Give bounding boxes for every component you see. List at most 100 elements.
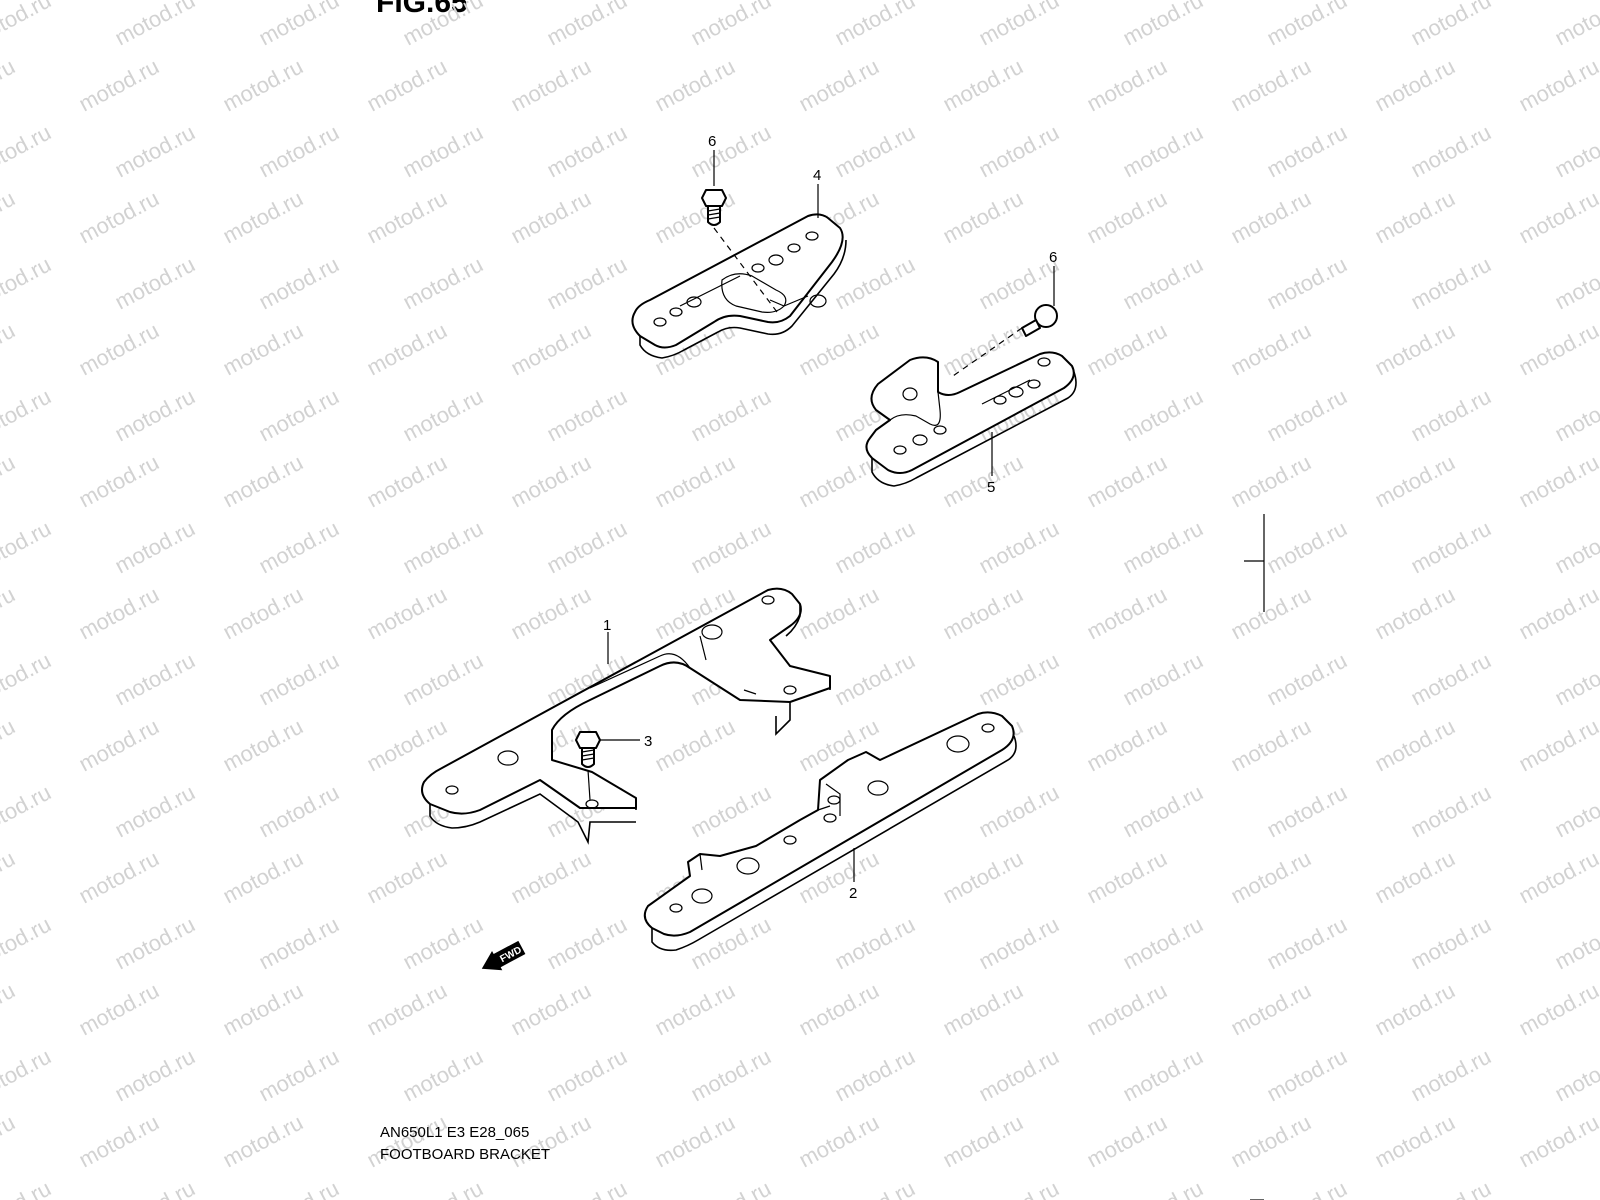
watermark-text: motod.ru — [1083, 1110, 1171, 1173]
watermark-text: motod.ru — [75, 186, 163, 249]
watermark-text: motod.ru — [363, 54, 451, 117]
watermark-text: motod.ru — [1119, 1044, 1207, 1107]
watermark-text: motod.ru — [1551, 384, 1600, 447]
watermark-text: motod.ru — [75, 1110, 163, 1173]
callout-4: 4 — [813, 167, 821, 184]
watermark-text: motod.ru — [687, 384, 775, 447]
watermark-text: motod.ru — [1227, 54, 1315, 117]
watermark-text: motod.ru — [1263, 912, 1351, 975]
watermark-text: motod.ru — [111, 1044, 199, 1107]
watermark-text: motod.ru — [795, 582, 883, 645]
watermark-text: motod.ru — [363, 978, 451, 1041]
watermark-text: motod.ru — [831, 252, 919, 315]
watermark-text: motod.ru — [1515, 318, 1600, 381]
watermark-text: motod.ru — [1551, 252, 1600, 315]
watermark-text: motod.ru — [687, 1044, 775, 1107]
watermark-text: motod.ru — [1371, 846, 1459, 909]
watermark-text: motod.ru — [651, 714, 739, 777]
figure-title: FIG.65 — [376, 0, 468, 19]
fwd-label: FWD — [498, 945, 523, 965]
watermark-text: motod.ru — [651, 54, 739, 117]
watermark-text: motod.ru — [687, 1176, 775, 1200]
watermark-text: motod.ru — [975, 1176, 1063, 1200]
watermark-text: motod.ru — [1227, 450, 1315, 513]
watermark-text: motod.ru — [1407, 516, 1495, 579]
watermark-text: motod.ru — [111, 120, 199, 183]
watermark-text: motod.ru — [1371, 54, 1459, 117]
watermark-text: motod.ru — [399, 516, 487, 579]
diagram-name: FOOTBOARD BRACKET — [380, 1146, 551, 1163]
watermark-text: motod.ru — [1371, 318, 1459, 381]
watermark-text: motod.ru — [651, 1110, 739, 1173]
watermark-text: motod.ru — [0, 912, 55, 975]
part-5-bracket — [865, 304, 1077, 487]
watermark-text: motod.ru — [831, 120, 919, 183]
part-1-bracket — [421, 587, 831, 845]
watermark-text: motod.ru — [255, 252, 343, 315]
watermark-text: motod.ru — [399, 1176, 487, 1200]
bolt-6-upper — [701, 189, 781, 317]
watermark-text: motod.ru — [795, 1110, 883, 1173]
watermark-text: motod.ru — [0, 54, 19, 117]
watermark-text: motod.ru — [363, 714, 451, 777]
watermark-text: motod.ru — [1515, 186, 1600, 249]
watermark-text: motod.ru — [219, 582, 307, 645]
watermark-text: motod.ru — [1227, 1110, 1315, 1173]
watermark-text: motod.ru — [0, 318, 19, 381]
watermark-text: motod.ru — [111, 0, 199, 50]
watermark-text: motod.ru — [399, 1044, 487, 1107]
watermark-text: motod.ru — [219, 714, 307, 777]
watermark-text: motod.ru — [75, 318, 163, 381]
watermark-text: motod.ru — [75, 582, 163, 645]
watermark-text: motod.ru — [939, 54, 1027, 117]
edge-marker — [1244, 514, 1265, 1200]
watermark-text: motod.ru — [399, 384, 487, 447]
watermark-text: motod.ru — [1227, 186, 1315, 249]
watermark-text: motod.ru — [543, 252, 631, 315]
callout-5: 5 — [987, 479, 995, 496]
watermark-text: motod.ru — [1407, 120, 1495, 183]
watermark-text: motod.ru — [255, 384, 343, 447]
watermark-text: motod.ru — [111, 384, 199, 447]
watermark-text: motod.ru — [1263, 516, 1351, 579]
watermark-text: motod.ru — [219, 450, 307, 513]
watermark-text: motod.ru — [1371, 714, 1459, 777]
watermark-text: motod.ru — [939, 978, 1027, 1041]
watermark-text: motod.ru — [543, 1176, 631, 1200]
watermark-text: motod.ru — [1551, 1176, 1600, 1200]
watermark-text: motod.ru — [1551, 648, 1600, 711]
watermark-text: motod.ru — [687, 120, 775, 183]
callout-leaders — [600, 150, 1055, 882]
watermark-text: motod.ru — [0, 978, 19, 1041]
watermark-text: motod.ru — [1407, 648, 1495, 711]
watermark-text: motod.ru — [1371, 582, 1459, 645]
watermark-text: motod.ru — [0, 582, 19, 645]
watermark-text: motod.ru — [255, 120, 343, 183]
part-4-bracket — [631, 189, 847, 359]
watermark-text: motod.ru — [0, 120, 55, 183]
watermark-text: motod.ru — [1407, 912, 1495, 975]
watermark-text: motod.ru — [795, 978, 883, 1041]
watermark-text: motod.ru — [1263, 1044, 1351, 1107]
watermark-text: motod.ru — [0, 186, 19, 249]
watermark-text: motod.ru — [687, 780, 775, 843]
watermark-text: motod.ru — [1407, 252, 1495, 315]
watermark-text: motod.ru — [255, 912, 343, 975]
watermark-text: motod.ru — [543, 384, 631, 447]
diagram-code: AN650L1 E3 E28_065 — [380, 1124, 530, 1141]
watermark-text: motod.ru — [831, 516, 919, 579]
watermark-text: motod.ru — [1263, 252, 1351, 315]
watermark-text: motod.ru — [0, 1110, 19, 1173]
watermark-text: motod.ru — [75, 450, 163, 513]
watermark-text: motod.ru — [255, 648, 343, 711]
watermark-text: motod.ru — [939, 1110, 1027, 1173]
watermark-text: motod.ru — [975, 1044, 1063, 1107]
watermark-text: motod.ru — [1371, 186, 1459, 249]
watermark-text: motod.ru — [1551, 780, 1600, 843]
watermark-text: motod.ru — [0, 450, 19, 513]
watermark-text: motod.ru — [75, 714, 163, 777]
watermark-text: motod.ru — [651, 978, 739, 1041]
watermark-text: motod.ru — [1119, 912, 1207, 975]
